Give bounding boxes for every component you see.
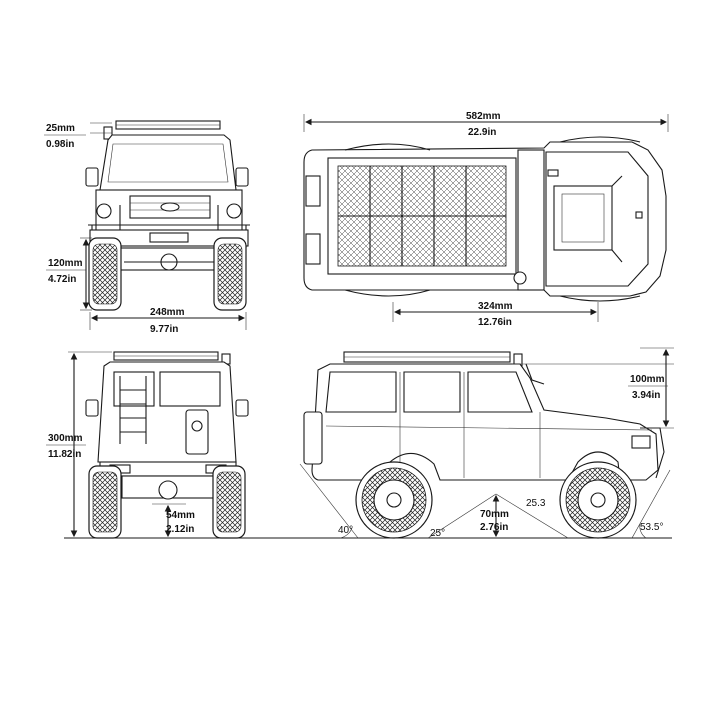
rear-wheel (355, 461, 433, 539)
overall-length-in: 22.9in (468, 127, 496, 138)
ground-clearance-in: 4.72in (48, 274, 76, 285)
angle-breakover-right: 25.3 (526, 498, 546, 509)
angle-rear-departure: 40° (338, 525, 353, 536)
side-view (303, 351, 665, 539)
angle-breakover-left: 25° (430, 528, 445, 539)
angle-approach-front: 53.5° (640, 522, 663, 533)
front-wheel (559, 461, 637, 539)
mirror-height-in: 0.98in (46, 139, 74, 150)
side-view-dimensions (299, 347, 674, 539)
wheelbase-in: 12.76in (478, 317, 512, 328)
roof-rack-height-mm: 100mm (630, 374, 665, 385)
front-width-in: 9.77in (150, 324, 178, 335)
mirror-height-mm: 25mm (46, 123, 75, 134)
breakover-height-mm: 70mm (480, 509, 509, 520)
axle-clearance-mm: 54mm (166, 510, 195, 521)
ground-clearance-mm: 120mm (48, 258, 83, 269)
front-width-mm: 248mm (150, 307, 185, 318)
breakover-height-in: 2.76in (480, 522, 508, 533)
front-view (85, 120, 250, 311)
overall-length-mm: 582mm (466, 111, 501, 122)
overall-height-mm: 300mm (48, 433, 83, 444)
top-view-dimensions (303, 114, 669, 322)
front-view-dimensions (80, 122, 247, 330)
top-view (303, 136, 667, 302)
overall-height-in: 11.82in (48, 449, 81, 460)
axle-clearance-in: 2.12in (166, 524, 194, 535)
wheelbase-mm: 324mm (478, 301, 513, 312)
rear-view (85, 351, 249, 539)
roof-rack-height-in: 3.94in (632, 390, 660, 401)
dimension-labels: 25mm 0.98in 120mm 4.72in 248mm 9.77in 58… (44, 111, 668, 539)
